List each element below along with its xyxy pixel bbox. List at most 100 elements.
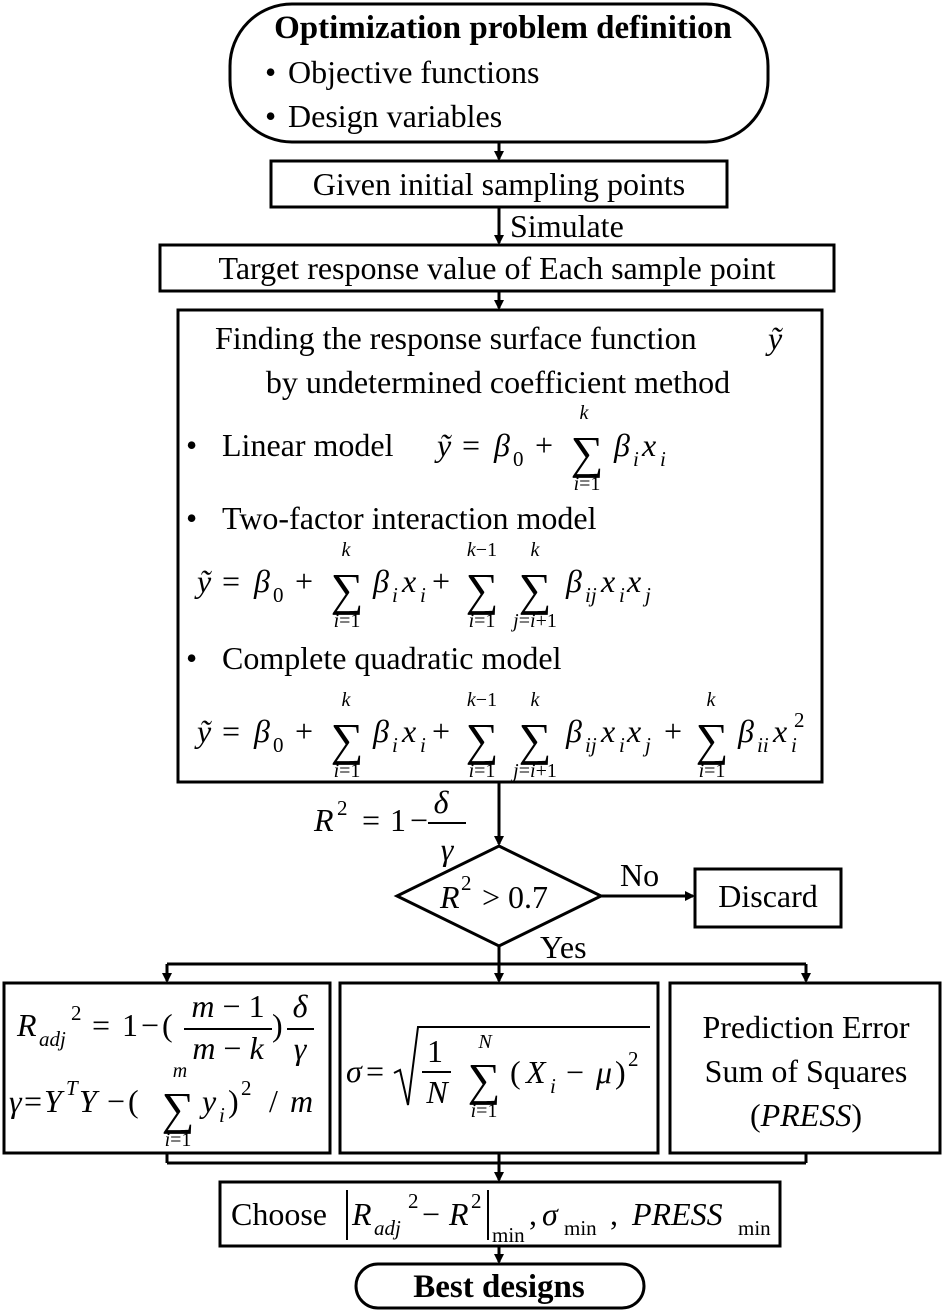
simulate-label: Simulate: [510, 208, 624, 244]
svg-text:1: 1: [390, 802, 406, 838]
svg-text:i=1: i=1: [334, 760, 361, 782]
quadratic-model-equation: ỹ = β 0 + k ∑ i=1 β i x i + k−1 ∑ i=1 k …: [194, 689, 805, 782]
twofactor-bullet: •: [186, 500, 197, 536]
svg-text:ij: ij: [585, 733, 597, 757]
svg-text:x: x: [641, 427, 656, 463]
svg-text:−: −: [422, 1196, 440, 1232]
svg-text:i=1: i=1: [334, 610, 361, 632]
svg-text:R: R: [351, 1196, 372, 1232]
svg-text:2: 2: [408, 1189, 419, 1213]
svg-text:∑: ∑: [468, 1054, 501, 1105]
sampling-label: Given initial sampling points: [313, 166, 685, 202]
svg-text:i: i: [392, 583, 398, 607]
svg-text:2: 2: [794, 708, 805, 732]
svg-text:β: β: [253, 713, 270, 749]
svg-text:(: (: [510, 1054, 521, 1090]
svg-text:): ): [228, 1083, 239, 1119]
svg-text:j: j: [642, 733, 651, 757]
svg-text:R: R: [448, 1196, 469, 1232]
svg-text:,: ,: [529, 1196, 537, 1232]
svg-text:γ: γ: [9, 1083, 23, 1119]
svg-text:m − k: m − k: [192, 1030, 264, 1066]
svg-text:=: =: [24, 1083, 42, 1119]
svg-text:R: R: [16, 1007, 37, 1043]
yes-label: Yes: [540, 929, 587, 965]
svg-text:R: R: [313, 802, 334, 838]
svg-text:β: β: [372, 563, 389, 599]
target-node: Target response value of Each sample poi…: [158, 243, 836, 293]
svg-text:i: i: [550, 1074, 556, 1098]
quadratic-bullet: •: [186, 640, 197, 676]
svg-text:+: +: [535, 427, 553, 463]
linear-model-equation: ỹ = β 0 + k ∑ i=1 β i x i: [434, 402, 666, 495]
svg-text:k: k: [531, 689, 541, 711]
svg-text:x: x: [772, 713, 787, 749]
svg-text:k: k: [707, 689, 717, 711]
svg-text:y: y: [199, 1083, 217, 1119]
svg-text:2: 2: [461, 871, 472, 895]
svg-text:∑: ∑: [571, 427, 604, 478]
svg-text:k−1: k−1: [467, 689, 497, 711]
svg-text:=: =: [92, 1007, 110, 1043]
svg-text:adj: adj: [374, 1216, 401, 1240]
svg-text:i=1: i=1: [469, 610, 496, 632]
svg-text:N: N: [425, 1074, 449, 1110]
end-node: Best designs: [354, 1262, 646, 1310]
svg-text:δ: δ: [434, 784, 450, 820]
svg-text:δ: δ: [293, 988, 309, 1024]
svg-text:+: +: [432, 713, 450, 749]
start-bullet-2-dot: •: [265, 98, 276, 134]
start-bullet-1: Objective functions: [288, 54, 539, 90]
press-line-2: Sum of Squares: [705, 1053, 908, 1089]
radj-equation: R adj 2 = 1 − ( m − 1 m − k ) δ γ: [16, 988, 314, 1066]
svg-text:X: X: [524, 1054, 547, 1090]
svg-text:x: x: [401, 563, 416, 599]
svg-text:N: N: [477, 1031, 493, 1053]
press-line-3: (PRESS): [750, 1097, 862, 1133]
svg-text:μ: μ: [595, 1054, 612, 1090]
svg-text:j=i+1: j=i+1: [510, 760, 557, 782]
svg-text:i=1: i=1: [471, 1100, 498, 1122]
svg-text:i: i: [633, 447, 639, 471]
svg-text:2: 2: [628, 1047, 639, 1071]
press-node: Prediction Error Sum of Squares (PRESS): [668, 981, 942, 1155]
sampling-node: Given initial sampling points: [269, 159, 729, 209]
svg-text:γ: γ: [441, 831, 455, 867]
svg-text:∑: ∑: [519, 564, 552, 615]
svg-text:2: 2: [471, 1189, 482, 1213]
svg-text:−: −: [107, 1083, 125, 1119]
svg-text:x: x: [401, 713, 416, 749]
svg-text:∑: ∑: [331, 564, 364, 615]
svg-text:/: /: [269, 1083, 278, 1119]
r2-formula: R 2 = 1 − δ γ: [313, 784, 466, 867]
discard-node: Discard: [693, 867, 843, 929]
svg-text:m: m: [173, 1060, 187, 1082]
svg-text:=: =: [366, 1053, 384, 1089]
discard-label: Discard: [718, 878, 818, 914]
svg-text:∑: ∑: [331, 714, 364, 765]
svg-text:γ: γ: [294, 1030, 308, 1066]
sigma-node: σ = 1 N N ∑ i=1 ( X i − μ ) 2: [338, 981, 660, 1155]
svg-text:+: +: [432, 563, 450, 599]
svg-text:ỹ: ỹ: [434, 427, 452, 463]
decision-node: R 2 > 0.7: [393, 844, 605, 948]
surface-line-1: Finding the response surface function: [215, 320, 697, 356]
svg-text:x: x: [600, 563, 615, 599]
svg-text:T: T: [66, 1076, 79, 1100]
svg-text:i: i: [219, 1103, 225, 1127]
start-bullet-2: Design variables: [288, 98, 502, 134]
svg-text:0: 0: [273, 733, 284, 757]
svg-text:2: 2: [241, 1076, 252, 1100]
svg-text:i: i: [791, 733, 797, 757]
svg-text:∑: ∑: [519, 714, 552, 765]
svg-text:i=1: i=1: [699, 760, 726, 782]
svg-text:+: +: [664, 713, 682, 749]
svg-text:): ): [272, 1007, 283, 1043]
svg-text:∑: ∑: [466, 564, 499, 615]
svg-text:min: min: [564, 1216, 597, 1240]
svg-text:min: min: [738, 1216, 771, 1240]
radj-node: R adj 2 = 1 − ( m − 1 m − k ) δ γ γ = Y …: [2, 981, 332, 1155]
end-label: Best designs: [413, 1269, 585, 1305]
decision-condition: > 0.7: [482, 879, 548, 915]
svg-text:Y: Y: [79, 1083, 100, 1119]
